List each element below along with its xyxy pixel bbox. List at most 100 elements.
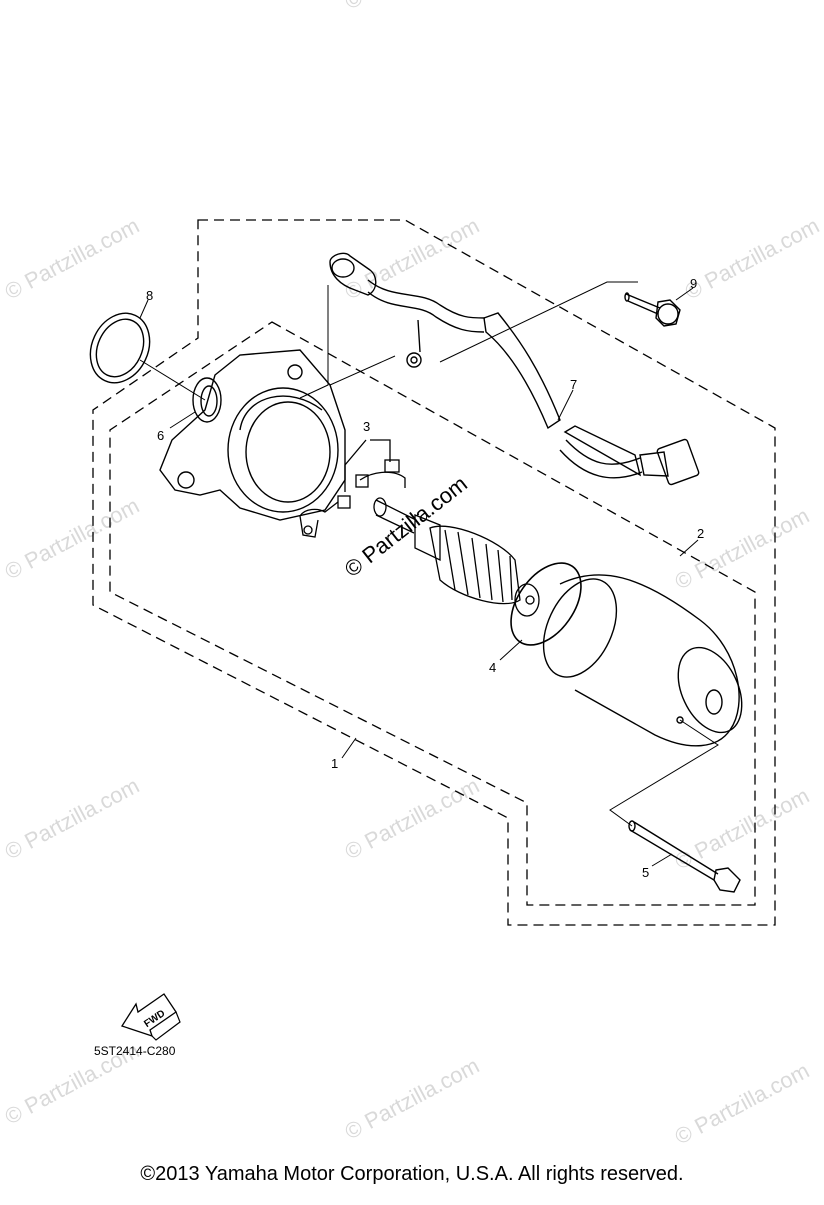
armature-core — [429, 525, 521, 605]
leader-2 — [679, 539, 699, 557]
front-cover-bore — [227, 387, 339, 513]
lead-wire-cable-upper — [367, 279, 486, 319]
armature-windings — [444, 529, 513, 603]
callout-3: 3 — [363, 419, 370, 434]
yoke-bolt-hole — [676, 716, 684, 724]
mounting-bolt-shank — [625, 293, 661, 315]
watermark: © Partzilla.com — [681, 213, 824, 305]
through-bolt — [628, 820, 741, 893]
fwd-arrow-shape — [121, 993, 177, 1038]
fwd-arrow-shadow — [151, 1011, 181, 1041]
front-cover-bolt-hole-2 — [287, 364, 303, 380]
yoke-rear-cap — [677, 646, 743, 734]
fwd-arrow: FWD — [121, 993, 181, 1041]
assembly-outlines — [92, 219, 776, 926]
through-bolt-leader — [609, 719, 719, 827]
leader-6 — [169, 411, 196, 429]
watermark: © Partzilla.com — [341, 213, 484, 305]
yoke-rear-boss — [705, 689, 723, 715]
brush-block-3 — [337, 495, 351, 509]
o-ring-4-ring — [510, 562, 582, 646]
callout-labels: 1 2 3 4 5 6 7 8 9 — [146, 276, 704, 880]
brush-leader — [344, 439, 391, 492]
mounting-bolt-tip — [624, 292, 630, 302]
watermark: © Partzilla.com — [1, 213, 144, 305]
ring-terminal-hole — [410, 356, 418, 364]
brush-block-2 — [355, 474, 369, 488]
callout-8: 8 — [146, 288, 153, 303]
callout-2: 2 — [697, 526, 704, 541]
lead-wire-leaders — [299, 281, 638, 399]
lead-wire-cable-lower — [559, 439, 643, 479]
ring-terminal — [406, 352, 422, 368]
lead-wire-connector-tab — [639, 451, 669, 477]
leader-5 — [651, 853, 673, 867]
callout-6: 6 — [157, 428, 164, 443]
leader-1 — [341, 737, 357, 759]
front-cover-rim — [239, 395, 323, 431]
armature-end-hole — [525, 595, 535, 605]
armature-shaft — [375, 499, 417, 534]
lead-wire-boot-lower — [563, 425, 642, 477]
through-bolt-shank — [629, 821, 719, 881]
callout-9: 9 — [690, 276, 697, 291]
watermark: © Partzilla.com — [341, 773, 484, 865]
diagram-code: 5ST2414-C280 — [94, 1044, 176, 1058]
armature-commutator — [414, 514, 441, 562]
leader-9 — [675, 287, 694, 301]
copyright-notice: ©2013 Yamaha Motor Corporation, U.S.A. A… — [140, 1163, 684, 1185]
motor-yoke — [542, 574, 743, 747]
mounting-bolt-head — [655, 299, 681, 327]
through-bolt-tip — [628, 820, 636, 832]
lead-wire-elbow — [329, 252, 377, 296]
front-cover-bolt-hole — [177, 471, 195, 489]
leader-8 — [139, 299, 149, 319]
inner-assembly-outline — [109, 321, 756, 906]
yoke-body — [559, 574, 740, 747]
lead-wire-cable-upper-2 — [367, 291, 485, 333]
o-ring-8 — [89, 312, 151, 384]
watermark: © Partzilla.com — [1, 773, 144, 865]
lead-wire-boot — [483, 312, 561, 430]
o-ring-inner — [95, 318, 145, 378]
front-cover-seal-inner — [200, 385, 218, 417]
watermark: © Partzilla.com — [341, 0, 484, 14]
callout-5: 5 — [642, 865, 649, 880]
front-cover-assembly — [159, 349, 346, 521]
lead-wire-leader-solid — [299, 281, 638, 399]
mounting-bolt-washer — [657, 303, 679, 325]
front-cover-seal — [192, 377, 222, 423]
o-ring-outer — [89, 312, 151, 384]
front-cover-bore-inner — [245, 401, 331, 503]
watermark: © Partzilla.com — [1, 493, 144, 585]
o-ring-4 — [510, 562, 582, 646]
leader-4 — [499, 639, 523, 661]
armature-shaft-end — [373, 497, 387, 517]
callout-4: 4 — [489, 660, 496, 675]
ring-terminal-wire — [417, 319, 421, 353]
watermark: © Partzilla.com — [341, 1053, 484, 1145]
brush-terminal-hole — [303, 525, 313, 535]
callout-1: 1 — [331, 756, 338, 771]
outer-assembly-outline — [92, 219, 776, 926]
brush-terminal — [299, 501, 339, 538]
brush-block — [384, 459, 400, 473]
watermark: © Partzilla.com — [671, 503, 814, 595]
lead-wire-connector — [656, 438, 700, 486]
front-cover-flange — [159, 349, 346, 521]
armature-end-bearing — [514, 583, 540, 617]
yoke-front-rim — [542, 578, 618, 678]
through-bolt-head — [713, 867, 741, 893]
leader-7 — [557, 389, 574, 421]
watermark-layer: © Partzilla.com © Partzilla.com © Partzi… — [1, 0, 824, 1149]
callout-7: 7 — [570, 377, 577, 392]
brush-lead — [359, 471, 406, 488]
lead-wire-elbow-opening — [331, 258, 355, 278]
brush-set — [299, 439, 406, 538]
watermark: © Partzilla.com — [671, 783, 814, 875]
leader-8b — [139, 359, 206, 401]
armature — [373, 497, 540, 617]
callout-leaders — [139, 287, 699, 867]
mounting-bolt — [624, 292, 681, 327]
